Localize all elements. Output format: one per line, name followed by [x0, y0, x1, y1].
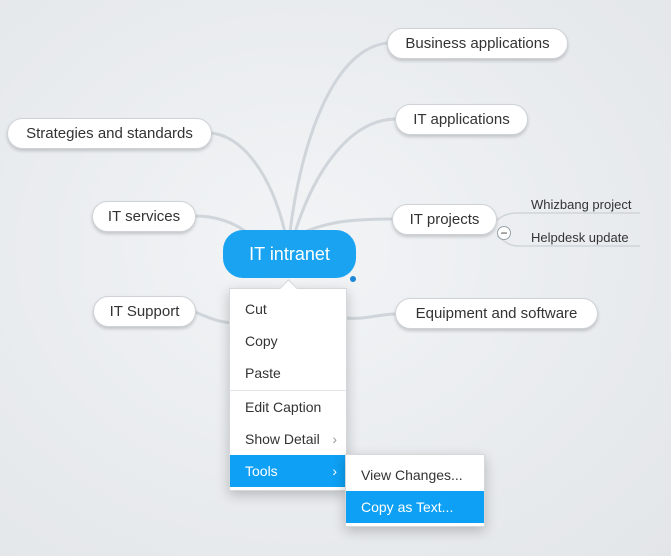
- menu-item-copy-as-text-label: Copy as Text...: [361, 499, 454, 515]
- resize-handle-icon[interactable]: [350, 276, 356, 282]
- collapse-toggle-icon[interactable]: −: [497, 226, 511, 240]
- topic-strategies-and-standards[interactable]: Strategies and standards: [7, 118, 212, 149]
- menu-item-paste-label: Paste: [245, 365, 281, 381]
- menu-item-copy-label: Copy: [245, 333, 278, 349]
- context-menu: Cut Copy Paste Edit Caption Show Detail ›…: [229, 279, 347, 491]
- topic-it-projects[interactable]: IT projects: [392, 204, 497, 235]
- menu-item-show-detail[interactable]: Show Detail ›: [230, 423, 346, 455]
- topic-it-support[interactable]: IT Support: [93, 296, 196, 327]
- subtopic-whizbang-project[interactable]: Whizbang project: [531, 197, 632, 212]
- menu-item-cut[interactable]: Cut: [230, 293, 346, 325]
- menu-item-edit-caption[interactable]: Edit Caption: [230, 391, 346, 423]
- tools-submenu: View Changes... Copy as Text...: [345, 454, 485, 527]
- topic-business-applications[interactable]: Business applications: [387, 28, 568, 59]
- menu-item-paste[interactable]: Paste: [230, 357, 346, 389]
- menu-item-cut-label: Cut: [245, 301, 267, 317]
- menu-item-view-changes[interactable]: View Changes...: [346, 459, 484, 491]
- menu-item-show-detail-label: Show Detail: [245, 431, 320, 447]
- topic-it-services[interactable]: IT services: [92, 201, 196, 232]
- menu-item-view-changes-label: View Changes...: [361, 467, 463, 483]
- chevron-right-icon: ›: [332, 463, 337, 479]
- menu-separator: [230, 390, 346, 391]
- topic-equipment-and-software[interactable]: Equipment and software: [395, 298, 598, 329]
- menu-item-copy-as-text[interactable]: Copy as Text...: [346, 491, 484, 523]
- root-topic-it-intranet[interactable]: IT intranet: [223, 230, 356, 278]
- topic-it-applications[interactable]: IT applications: [395, 104, 528, 135]
- menu-item-tools[interactable]: Tools ›: [230, 455, 346, 487]
- menu-item-tools-label: Tools: [245, 463, 278, 479]
- subtopic-helpdesk-update[interactable]: Helpdesk update: [531, 230, 629, 245]
- menu-item-edit-caption-label: Edit Caption: [245, 399, 322, 415]
- menu-item-copy[interactable]: Copy: [230, 325, 346, 357]
- chevron-right-icon: ›: [332, 431, 337, 447]
